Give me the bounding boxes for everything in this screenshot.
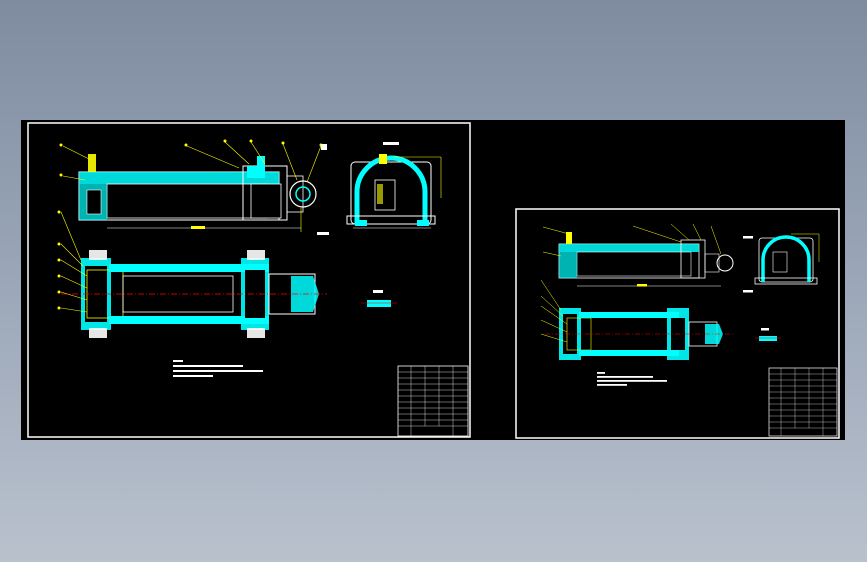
title-block-frame-right: [768, 367, 838, 437]
head-cap-hatch-right: [559, 252, 577, 278]
end-view-base: [346, 215, 436, 225]
title-block-left[interactable]: [397, 365, 469, 437]
barrel-hatch-right: [559, 244, 699, 252]
end-view-hatch-right: [761, 235, 811, 282]
sheet-frame-right: [515, 208, 840, 439]
rod-eye-outer: [289, 180, 317, 208]
detail-label-right: [761, 328, 769, 331]
section-arrow-icon: [321, 144, 327, 150]
technical-notes: [173, 360, 263, 377]
rod-eye-right: [716, 254, 734, 272]
end-view-port: [379, 154, 387, 164]
title-block-frame: [397, 365, 469, 437]
leader-lines-top: [62, 141, 322, 183]
barrel-top-section-hatch: [79, 172, 279, 184]
sheet-frame-left: [27, 122, 471, 438]
dimension-text-mark: [191, 226, 205, 229]
head-mounting-lug-top: [89, 250, 107, 260]
rod-flange-cavity: [245, 270, 265, 318]
section-arrow-icon: [317, 232, 329, 235]
barrel-bore-right: [576, 251, 692, 277]
drawing-sheet-right[interactable]: [515, 208, 840, 439]
oil-port-fitting-head: [88, 154, 96, 172]
rod-mounting-lug-bottom: [247, 328, 265, 338]
rod-stub-right: [704, 253, 720, 273]
piston-rod-stub: [286, 175, 304, 213]
end-view-foot-left: [355, 220, 367, 226]
title-block-right[interactable]: [768, 367, 838, 437]
leader-lines-section: [60, 211, 88, 313]
leader-lines-right-section: [540, 279, 568, 343]
section-marker-A-top: [317, 142, 399, 235]
head-mounting-lug-bottom: [89, 328, 107, 338]
cad-model-space[interactable]: [21, 120, 845, 440]
end-view-section-hatch: [354, 155, 428, 224]
dimension-text-right: [637, 284, 647, 287]
detail-section-hatch: [367, 300, 391, 307]
cylinder-section-view-right[interactable]: [545, 308, 733, 360]
end-view-foot-right: [417, 220, 429, 226]
piston-rod-section: [122, 275, 234, 313]
detail-section-right[interactable]: [755, 328, 781, 341]
leader-lines-right-top: [542, 223, 722, 257]
port-right: [566, 232, 572, 244]
end-view-right[interactable]: [743, 233, 820, 293]
cylinder-elevation-view-right[interactable]: [558, 232, 734, 287]
end-view-core-right: [772, 251, 788, 273]
title-block-grid: [398, 366, 468, 436]
detail-label-mark: [373, 290, 383, 293]
rod-clevis-right: [705, 324, 723, 344]
barrel-wall-top-hatch: [109, 264, 269, 272]
rod-eye-bushing: [295, 186, 311, 202]
detail-hatch-right: [759, 336, 777, 341]
barrel-wall-bottom-hatch: [109, 316, 269, 324]
balloons-section: [57, 210, 61, 310]
section-arrow-icon: [383, 142, 399, 145]
gland-bore: [250, 183, 282, 219]
technical-notes-right: [597, 372, 667, 386]
cylinder-elevation-view[interactable]: [78, 154, 317, 232]
barrel-wall-top-right: [579, 312, 679, 318]
detail-section-view[interactable]: [361, 290, 397, 307]
head-end-cap-detail: [86, 189, 102, 215]
end-view-detail: [377, 184, 383, 204]
cylinder-section-view[interactable]: [61, 250, 327, 338]
rod-mounting-lug-top: [247, 250, 265, 260]
title-block-grid-right: [769, 368, 837, 436]
barrel-wall-bottom-right: [579, 350, 679, 356]
oil-port-fitting-rod: [257, 156, 265, 170]
balloons-top: [59, 139, 323, 177]
section-arrow-icon: [743, 290, 753, 293]
end-view-base-right: [754, 277, 818, 285]
drawing-sheet-left[interactable]: [27, 122, 471, 438]
barrel-bore: [106, 183, 268, 219]
cylinder-end-view[interactable]: [346, 154, 442, 229]
section-arrow-icon: [743, 236, 753, 239]
